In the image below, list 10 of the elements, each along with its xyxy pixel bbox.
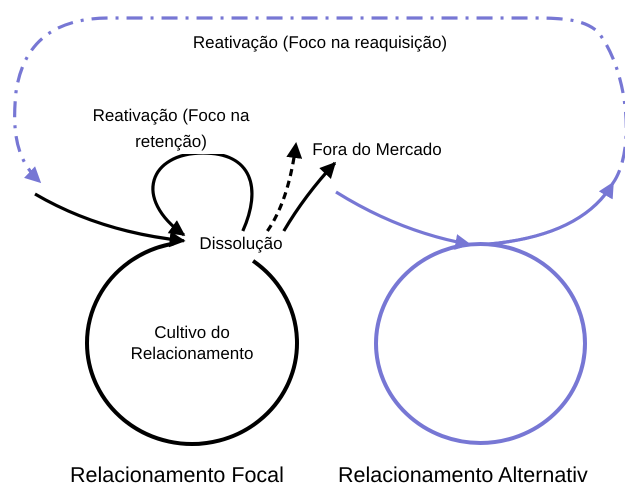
dashed-arrow <box>13 16 625 246</box>
cycle-circle <box>374 242 587 445</box>
circle-label: Cultivo do Relacionamento <box>130 322 254 364</box>
dashed-arrow <box>266 142 302 232</box>
circle-caption: Relacionamento Focal <box>70 464 284 488</box>
node-label: Dissolução <box>184 231 298 257</box>
arrow <box>282 162 336 232</box>
arrow <box>34 192 186 248</box>
node-label: Fora do Mercado <box>296 137 458 163</box>
circle-caption: Relacionamento Alternativ <box>338 464 588 488</box>
